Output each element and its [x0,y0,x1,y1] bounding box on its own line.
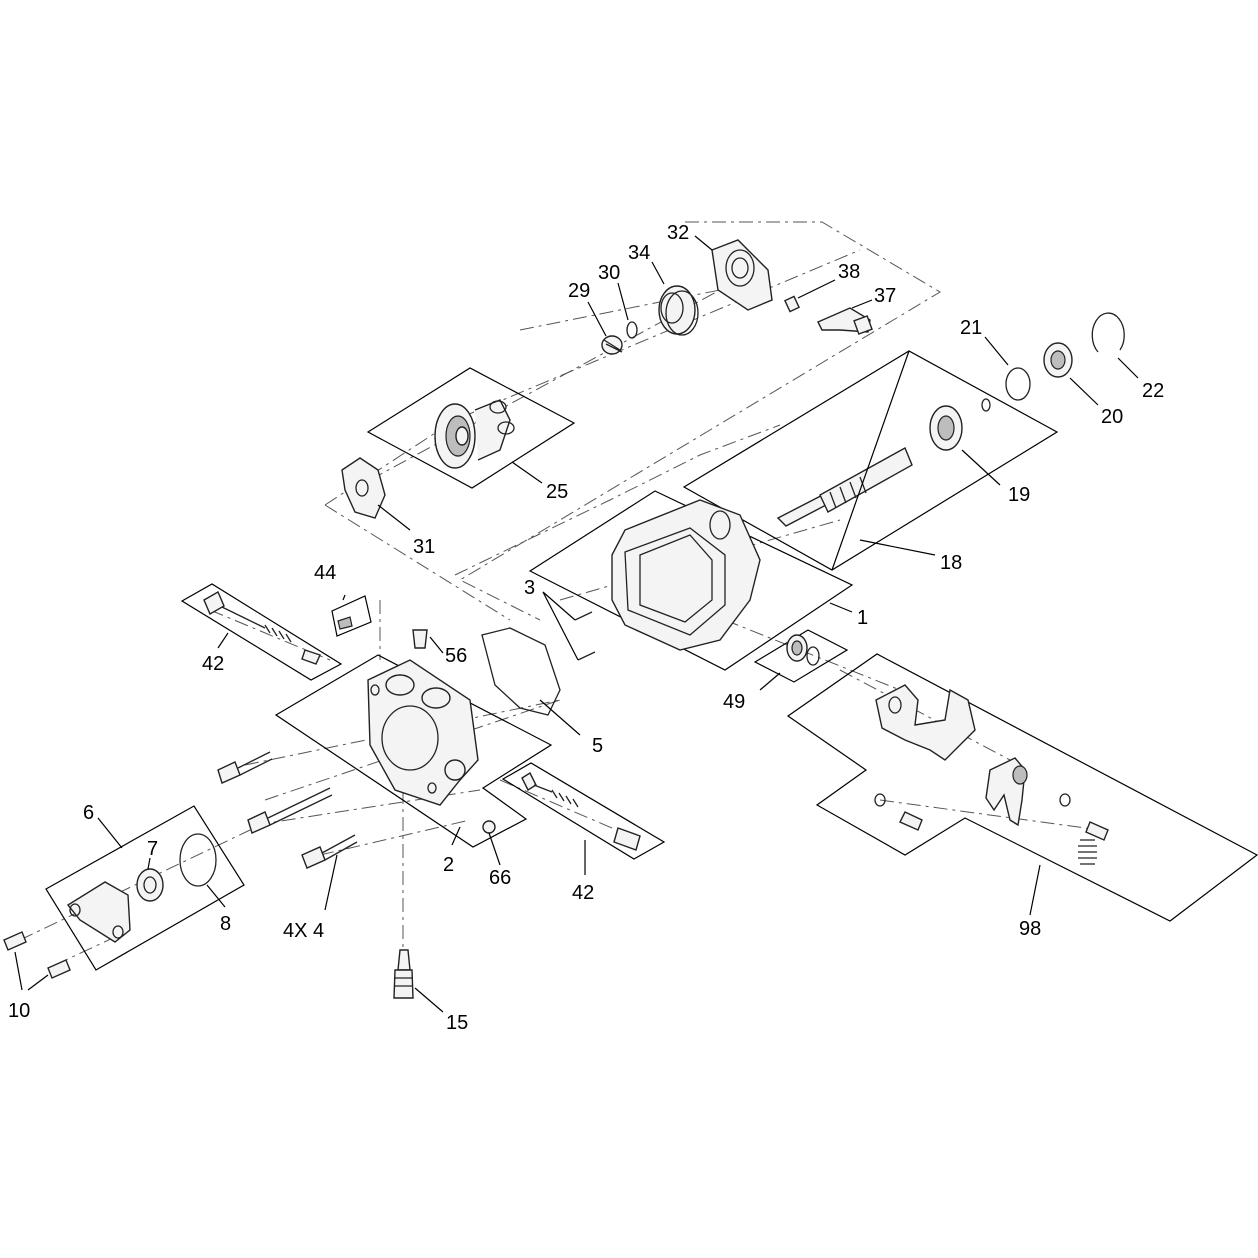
panel-18 [682,350,1059,571]
gasket-5 [481,627,561,716]
spring-pin-44 [337,616,353,630]
callout-6: 6 [83,802,94,824]
pin-3b [577,651,596,661]
bearing-20 [1043,342,1073,378]
o-ring-8 [179,833,217,887]
callout-7: 7 [147,838,158,860]
callout-38: 38 [838,261,860,283]
housing-1 [611,499,761,651]
relief-valve-42-left [203,591,321,665]
callout-44: 44 [314,562,336,584]
callout-2: 2 [443,854,454,876]
panel-42-right [501,762,666,860]
callout-1: 1 [857,607,868,629]
callout-20: 20 [1101,406,1123,428]
callout-15: 15 [446,1012,468,1034]
parts [3,239,1125,999]
callout-25: 25 [546,481,568,503]
panel-6 [45,805,245,971]
callout-30: 30 [598,262,620,284]
screws-10 [3,931,71,979]
callout-22: 22 [1142,380,1164,402]
spring-29 [601,335,623,355]
control-arm-37 [817,307,873,335]
relief-valve-42-right [521,771,641,851]
cover-6 [66,881,131,943]
callout-49: 49 [723,691,745,713]
panel-2 [274,654,553,848]
callout-8: 8 [220,913,231,935]
panel-42-left [180,583,343,681]
callout-3: 3 [524,577,535,599]
fitting-15 [393,949,414,999]
block-38 [784,295,800,313]
callout-56: 56 [445,645,467,667]
callouts: 32 34 30 29 38 37 21 22 20 19 25 31 18 3… [8,222,1164,1034]
cylinder-block-25 [434,399,515,469]
panel-98 [786,653,1258,922]
callout-4: 4X 4 [283,920,324,942]
callout-66: 66 [489,867,511,889]
bearing-19 [929,398,991,451]
leader-lines [14,235,1139,1013]
bolts-4 [217,751,358,869]
callout-31: 31 [413,536,435,558]
pin-3a [574,611,593,621]
panel-44 [331,595,372,637]
shaft-18 [776,447,913,527]
callout-21: 21 [960,317,982,339]
valve-block-2 [367,659,479,806]
group-panels [45,350,1258,971]
gerotor-7 [136,868,164,902]
swashplate-31 [341,457,386,519]
callout-42-right: 42 [572,882,594,904]
callout-42-left: 42 [202,653,224,675]
panel-25 [366,367,576,489]
seal-49 [786,634,820,666]
callout-34: 34 [628,242,650,264]
callout-5: 5 [592,735,603,757]
callout-18: 18 [940,552,962,574]
centerlines [19,221,1101,966]
plug-56 [412,629,428,649]
callout-37: 37 [874,285,896,307]
plug-66 [482,820,496,834]
seal-34 [658,285,699,336]
callout-29: 29 [568,280,590,302]
callout-19: 19 [1008,484,1030,506]
snap-ring-22 [1091,312,1125,353]
end-cap-32 [711,239,773,311]
ring-21 [1005,367,1031,401]
callout-32: 32 [667,222,689,244]
o-ring-30 [626,321,638,339]
callout-10: 10 [8,1000,30,1022]
callout-98: 98 [1019,918,1041,940]
bracket-98 [874,684,1109,865]
